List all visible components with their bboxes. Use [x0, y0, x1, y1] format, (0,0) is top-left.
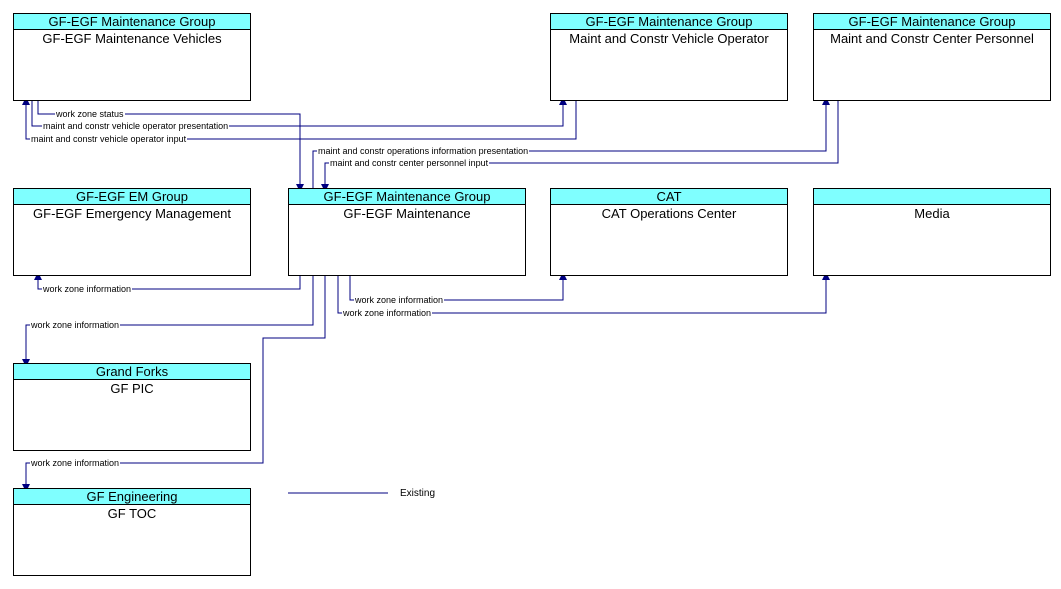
node-group-label: GF Engineering — [14, 489, 250, 505]
flow-wzi-media — [337, 272, 830, 314]
flow-wzi-pic — [22, 275, 314, 367]
node-vehicle-operator[interactable]: GF-EGF Maintenance Group Maint and Const… — [550, 13, 788, 101]
node-name-label: Maint and Constr Center Personnel — [830, 31, 1034, 46]
node-name-label: Media — [914, 206, 950, 221]
flow-vehicle-operator-presentation — [31, 97, 567, 127]
flow-center-personnel-input — [321, 100, 839, 192]
node-gf-toc[interactable]: GF Engineering GF TOC — [13, 488, 251, 576]
node-center-personnel[interactable]: GF-EGF Maintenance Group Maint and Const… — [813, 13, 1051, 101]
flow-label-wzi-pic: work zone information — [30, 320, 121, 330]
flow-label-operations-info-presentation: maint and constr operations information … — [317, 146, 530, 156]
node-group-label: GF-EGF EM Group — [14, 189, 250, 205]
flow-label-vehicle-operator-presentation: maint and constr vehicle operator presen… — [42, 121, 230, 131]
node-maintenance[interactable]: GF-EGF Maintenance Group GF-EGF Maintena… — [288, 188, 526, 276]
flow-label-center-personnel-input: maint and constr center personnel input — [329, 158, 490, 168]
node-name-label: GF TOC — [107, 506, 157, 521]
node-em[interactable]: GF-EGF EM Group GF-EGF Emergency Managem… — [13, 188, 251, 276]
legend-existing-label: Existing — [400, 488, 436, 499]
node-maint-vehicles[interactable]: GF-EGF Maintenance Group GF-EGF Maintena… — [13, 13, 251, 101]
flow-label-vehicle-operator-input: maint and constr vehicle operator input — [30, 134, 188, 144]
node-name-label: GF-EGF Maintenance Vehicles — [42, 31, 222, 46]
node-group-label: GF-EGF Maintenance Group — [14, 14, 250, 30]
node-media[interactable]: Media — [813, 188, 1051, 276]
node-cat[interactable]: CAT CAT Operations Center — [550, 188, 788, 276]
node-gf-pic[interactable]: Grand Forks GF PIC — [13, 363, 251, 451]
flow-label-work-zone-status: work zone status — [55, 109, 125, 119]
flow-label-wzi-em: work zone information — [42, 284, 133, 294]
node-group-label: GF-EGF Maintenance Group — [289, 189, 525, 205]
node-group-label: CAT — [551, 189, 787, 205]
node-name-label: GF-EGF Maintenance — [343, 206, 471, 221]
node-group-label: GF-EGF Maintenance Group — [814, 14, 1050, 30]
flow-operations-info-presentation — [312, 97, 830, 188]
flow-label-wzi-cat: work zone information — [354, 295, 445, 305]
node-group-label — [814, 189, 1050, 205]
node-group-label: Grand Forks — [14, 364, 250, 380]
flow-wzi-em — [34, 272, 301, 290]
node-name-label: CAT Operations Center — [601, 206, 737, 221]
flow-wzi-cat — [349, 272, 567, 301]
flow-label-wzi-media: work zone information — [342, 308, 433, 318]
flow-vehicle-operator-input — [22, 97, 577, 140]
flow-wzi-toc — [22, 275, 326, 492]
flow-work-zone-status — [37, 100, 304, 192]
node-name-label: Maint and Constr Vehicle Operator — [569, 31, 769, 46]
flow-label-wzi-toc: work zone information — [30, 458, 121, 468]
node-name-label: GF-EGF Emergency Management — [33, 206, 231, 221]
node-name-label: GF PIC — [110, 381, 154, 396]
node-group-label: GF-EGF Maintenance Group — [551, 14, 787, 30]
